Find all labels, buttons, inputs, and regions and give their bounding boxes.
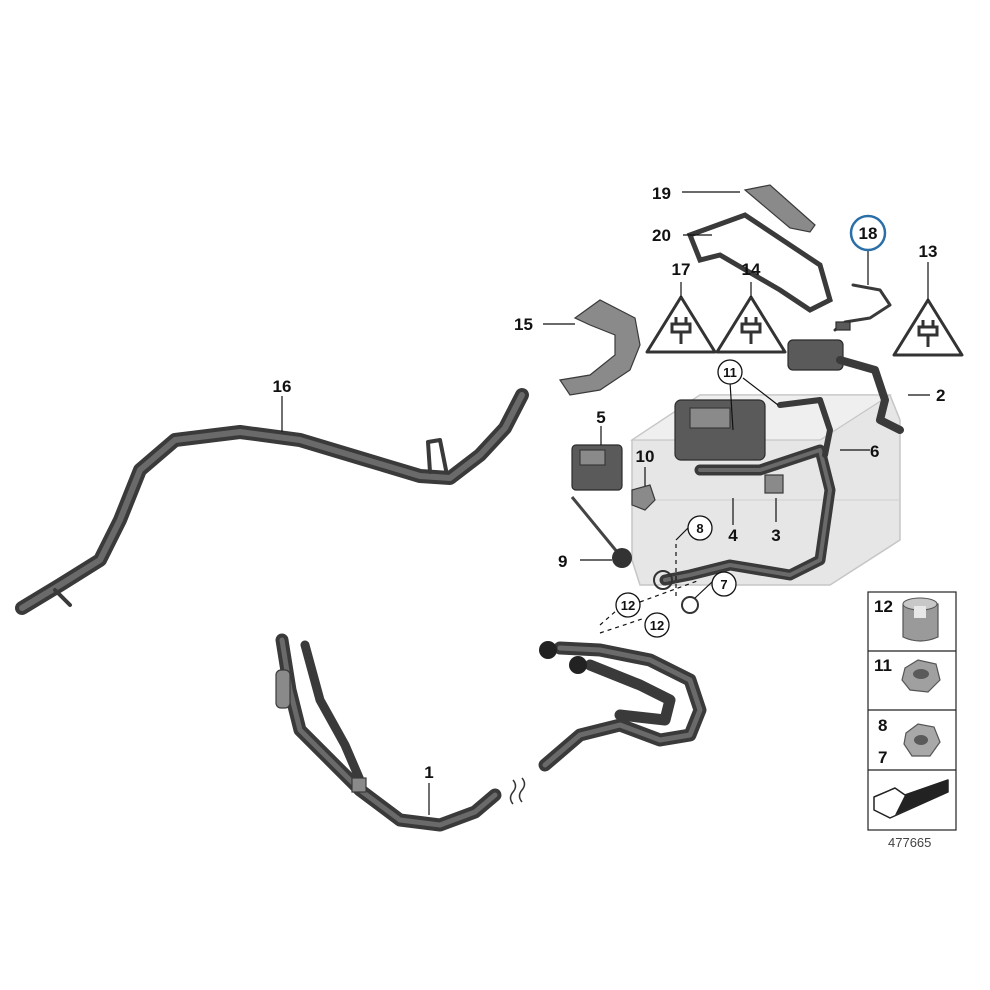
label-9: 9 [558, 552, 567, 571]
part-20-bracket [686, 212, 833, 313]
part-19-bracket [743, 184, 816, 233]
label-1: 1 [424, 763, 433, 782]
label-3: 3 [771, 526, 780, 545]
legend-label-7: 7 [878, 748, 887, 767]
part-9-probe [570, 496, 632, 568]
label-16: 16 [273, 377, 292, 396]
part-18-cable [833, 283, 892, 332]
warning-triangle-plug-icon [715, 295, 787, 354]
leader-lines [281, 191, 930, 815]
part-1-cable [275, 633, 707, 832]
legend-label-12: 12 [874, 597, 893, 616]
reference-number: 477665 [888, 835, 931, 850]
cable-lug [275, 669, 291, 709]
sleeve-nut-part [902, 597, 939, 642]
label-15: 15 [514, 315, 533, 334]
label-10: 10 [636, 447, 655, 466]
label-17: 17 [672, 260, 691, 279]
label-2: 2 [936, 386, 945, 405]
warning-triangle-plug-icon [645, 295, 717, 354]
label-12a: 12 [621, 598, 635, 613]
terminal-block [653, 339, 904, 614]
label-20: 20 [652, 226, 671, 245]
label-18: 18 [859, 224, 878, 243]
highlight-circle-18 [849, 214, 887, 252]
part-5-box [571, 444, 623, 491]
label-7: 7 [720, 577, 727, 592]
part-15-shield [558, 299, 641, 396]
label-11: 11 [723, 365, 737, 380]
legend-label-11: 11 [874, 656, 892, 675]
callouts: 19 20 18 17 14 13 15 16 2 11 6 5 10 4 3 … [273, 184, 946, 782]
label-12b: 12 [650, 618, 664, 633]
label-14: 14 [742, 260, 761, 279]
legend-label-8: 8 [878, 716, 887, 735]
label-13: 13 [919, 242, 938, 261]
label-19: 19 [652, 184, 671, 203]
warning-triangle-plug-icon [892, 298, 964, 357]
label-5: 5 [596, 408, 605, 427]
part-16-bracket [15, 388, 529, 615]
part-10-clip [631, 484, 656, 511]
parts-legend: 12 11 8 7 [867, 591, 957, 831]
lock-nut-part [903, 723, 941, 757]
label-8: 8 [696, 521, 703, 536]
break-symbol [509, 777, 526, 805]
label-6: 6 [870, 442, 879, 461]
direction-arrow-icon [873, 779, 949, 819]
label-4: 4 [728, 526, 738, 545]
hex-nut-part [901, 659, 941, 693]
